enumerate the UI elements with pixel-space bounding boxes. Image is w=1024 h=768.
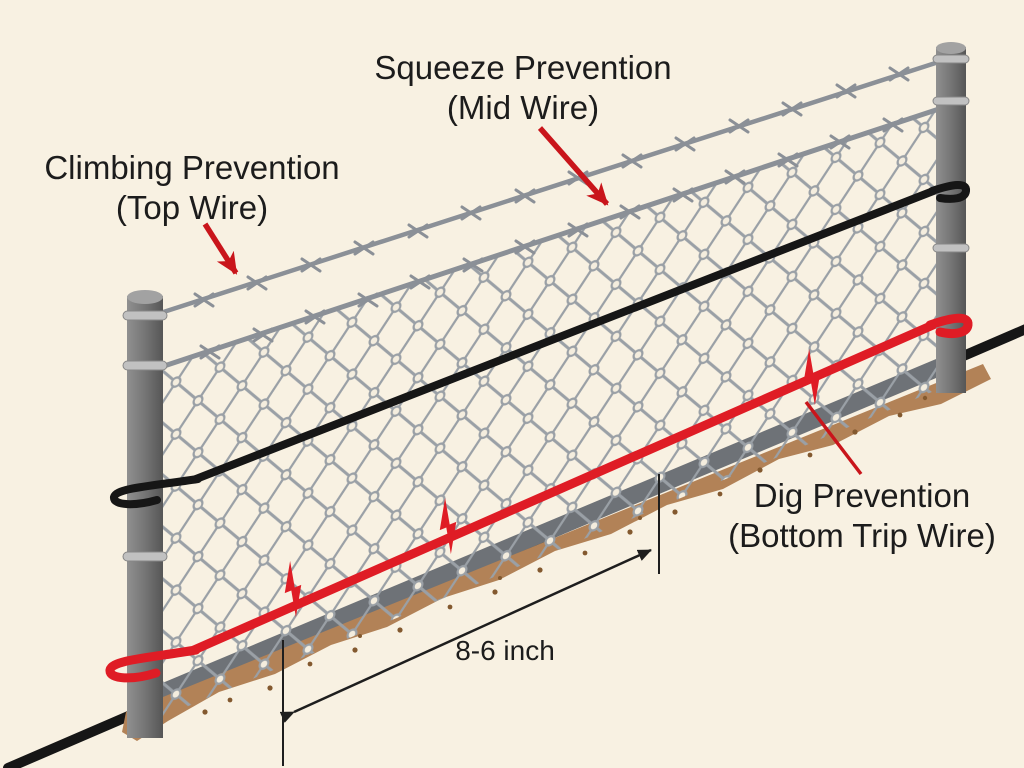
mid-black-cable [192,184,945,483]
dig-prevention-label: Dig Prevention (Bottom Trip Wire) [728,476,996,556]
climbing-arrow [202,222,239,275]
top-barbed-wire [145,55,954,320]
right-fence-post [932,42,970,393]
black-cable-wraps [110,181,970,509]
post-ring [932,54,970,64]
squeeze-arrow [537,126,610,206]
trip-wire-wraps [105,313,973,683]
post-ring [122,551,168,562]
post-ring [122,360,168,371]
squeeze-label-line2: (Mid Wire) [446,89,600,126]
climbing-label-line1: Climbing Prevention [44,149,340,186]
climbing-prevention-label: Climbing Prevention (Top Wire) [44,148,339,228]
post-ring [122,310,168,321]
mid-barbed-wire [152,103,951,372]
measurement-label: 8-6 inch [455,636,555,666]
post-ring [932,96,970,106]
annotation-arrows [202,126,863,476]
left-fence-post [122,290,168,738]
measurement-value: 8-6 inch [455,635,555,666]
dig-label-line1: Dig Prevention [753,477,971,514]
climbing-label-line2: (Top Wire) [115,189,269,226]
dig-pointer-line [804,400,863,476]
post-ring [932,243,970,253]
dimension-group [279,474,660,766]
squeeze-label-line1: Squeeze Prevention [374,49,672,86]
dimension-arrow [279,548,652,723]
squeeze-prevention-label: Squeeze Prevention (Mid Wire) [374,48,671,128]
dig-label-line2: (Bottom Trip Wire) [728,517,996,554]
